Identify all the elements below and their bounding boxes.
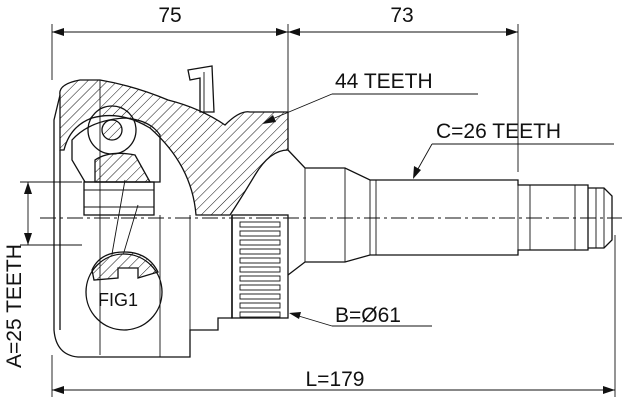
outer-teeth-dimension: A=25 TEETH <box>3 181 82 368</box>
abs-tooth <box>239 248 281 255</box>
boot-clamp <box>187 65 215 113</box>
abs-tooth <box>239 221 281 228</box>
outer-housing <box>53 79 289 358</box>
abs-diameter-label: B=Ø61 <box>335 304 401 327</box>
spline-teeth-label: C=26 TEETH <box>436 120 561 143</box>
dimension-75-label: 75 <box>158 4 181 27</box>
ball-cage-detail <box>71 105 161 216</box>
abs-tooth <box>239 239 281 246</box>
abs-tooth <box>239 302 281 309</box>
spline-callout: C=26 TEETH <box>413 120 614 179</box>
abs-tooth <box>239 284 281 291</box>
abs-tooth <box>239 230 281 237</box>
abs-tooth <box>239 293 281 300</box>
overall-length-label: L=179 <box>306 368 365 391</box>
abs-ring <box>231 214 289 319</box>
length-dimension: L=179 <box>51 235 616 397</box>
abs-teeth-callout: 44 TEETH <box>262 70 478 124</box>
fig1-ball: FIG1 <box>85 179 163 331</box>
abs-tooth <box>239 266 281 273</box>
dimension-73-label: 73 <box>390 4 413 27</box>
abs-tooth <box>239 257 281 264</box>
abs-tooth <box>239 275 281 282</box>
top-dimensions: 75 73 <box>51 4 519 172</box>
stub-shaft <box>287 149 589 276</box>
abs-teeth-label: 44 TEETH <box>335 70 433 93</box>
outer-teeth-label: A=25 TEETH <box>3 244 26 368</box>
fig1-label: FIG1 <box>98 290 138 310</box>
abs-diameter-callout: B=Ø61 <box>289 304 432 327</box>
abs-ring-teeth <box>239 221 281 318</box>
abs-tooth <box>239 311 281 318</box>
